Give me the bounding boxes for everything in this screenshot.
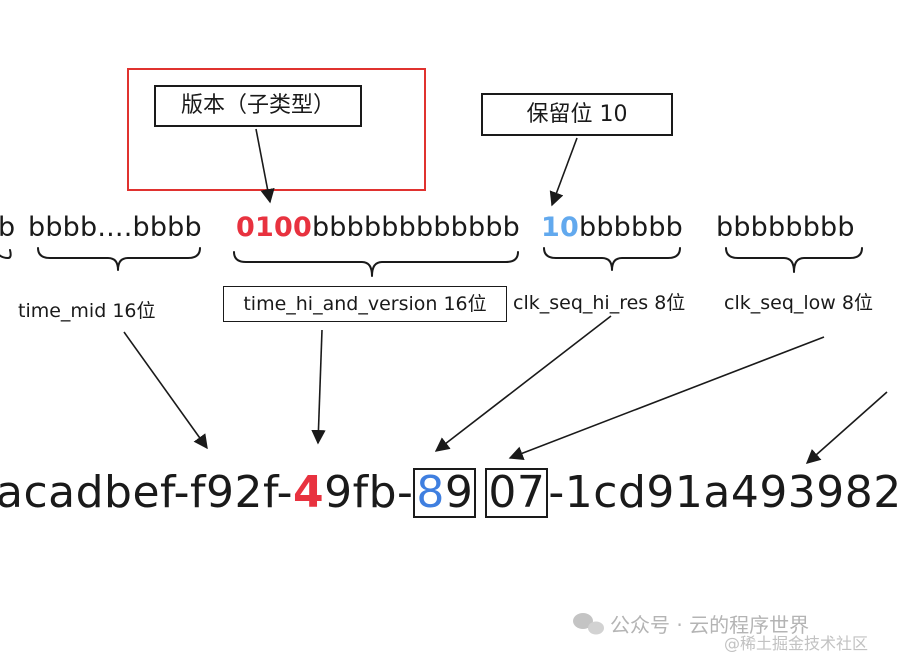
arrow-version [255, 128, 275, 204]
bits-clk-seq-hi-res: 10bbbbbb [541, 214, 683, 241]
uuid-variant-digit: 8 [416, 467, 445, 518]
field-label-time-mid: time_mid 16位 [18, 300, 156, 322]
clk-hi-rest-bits: bbbbbb [578, 212, 684, 243]
version-annotation-label: 版本（子类型） [180, 93, 335, 118]
bits-partial-left: b [0, 212, 16, 243]
arrow-clk-hi [434, 315, 612, 452]
reserved-bits: 10 [541, 212, 579, 243]
arrow-time-mid [123, 331, 208, 450]
uuid-variant-box: 89 [413, 467, 477, 519]
field-box-time-hi-and-version: time_hi_and_version 16位 [223, 286, 507, 322]
uuid-part-3: -1cd91a493982 [548, 467, 902, 518]
watermark-main: 公众号 · 云的程序世界 [610, 613, 810, 637]
version-rest-bits: bbbbbbbbbbbb [311, 212, 521, 243]
uuid-version-digit: 4 [292, 467, 325, 518]
bits-clk-seq-low: bbbbbbbb [716, 212, 855, 243]
brace-partial [0, 249, 12, 259]
bits-time-hi-and-version: 0100bbbbbbbbbbbb [236, 214, 520, 241]
bits-time-mid: bbbb....bbbb [28, 212, 202, 243]
uuid-clk-low-hex: 07 [488, 467, 546, 518]
wechat-icon [573, 613, 604, 635]
arrow-clk-low [508, 336, 825, 461]
version-highlight-frame [127, 68, 426, 191]
brace-time-hi [233, 251, 519, 277]
uuid-clk-low-box: 07 [485, 467, 549, 519]
version-annotation-box: 版本（子类型） [154, 85, 362, 127]
brace-clk-low [725, 247, 863, 273]
watermark-sub: @稀土掘金技术社区 [724, 634, 869, 653]
reserved-annotation-box: 保留位 10 [481, 93, 673, 136]
uuid-part-1: acadbef-f92f- [0, 467, 293, 518]
brace-time-mid [37, 247, 201, 271]
arrow-node [805, 391, 888, 464]
field-label-time-hi-and-version: time_hi_and_version 16位 [243, 292, 487, 315]
arrow-time-hi [311, 329, 326, 445]
reserved-annotation-label: 保留位 10 [526, 101, 628, 127]
brace-clk-hi [543, 247, 681, 271]
field-label-clk-seq-low: clk_seq_low 8位 [724, 292, 873, 314]
uuid-variant-rest: 9 [444, 467, 474, 518]
field-label-clk-seq-hi-res: clk_seq_hi_res 8位 [513, 292, 686, 314]
uuid-part-2: 9fb- [324, 467, 414, 518]
arrow-reserved [549, 137, 578, 207]
version-bits: 0100 [236, 212, 312, 243]
